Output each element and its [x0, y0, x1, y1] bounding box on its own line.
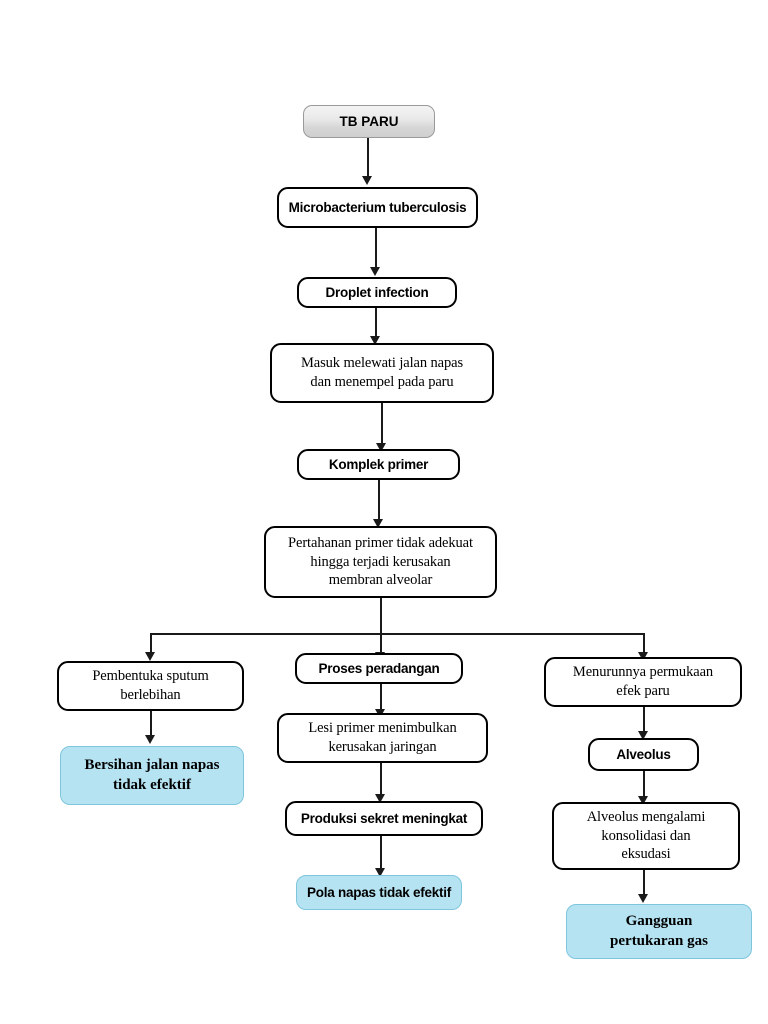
arrowhead-sekret-to-pola-napas	[375, 868, 385, 877]
arrowhead-distributor-to-left	[145, 652, 155, 661]
node-pertahanan-primer-kerusakan-membran[interactable]: Pertahanan primer tidak adekuat hingga t…	[264, 526, 497, 598]
node-komplek-primer[interactable]: Komplek primer	[297, 449, 460, 480]
connector-distributor-to-left	[150, 633, 152, 655]
node-alveolus[interactable]: Alveolus	[588, 738, 699, 771]
node-lesi-primer-kerusakan-jaringan[interactable]: Lesi primer menimbulkan kerusakan jaring…	[277, 713, 488, 763]
distributor-bar	[150, 633, 645, 635]
arrowhead-start-to-agent	[362, 176, 372, 185]
connector-permukaan-to-alveolus	[643, 707, 645, 733]
connector-agent-to-droplet	[375, 228, 377, 269]
node-droplet-infection[interactable]: Droplet infection	[297, 277, 457, 308]
arrowhead-agent-to-droplet	[370, 267, 380, 276]
node-masuk-jalan-napas[interactable]: Masuk melewati jalan napas dan menempel …	[270, 343, 494, 403]
arrowhead-sputum-to-bersihan	[145, 735, 155, 744]
connector-komplek-to-membrane	[378, 480, 380, 521]
connector-start-to-agent	[367, 138, 369, 178]
node-tb-paru[interactable]: TB PARU	[303, 105, 435, 138]
node-menurunnya-permukaan-efek-paru[interactable]: Menurunnya permukaan efek paru	[544, 657, 742, 707]
connector-konsolidasi-to-gangguan	[643, 870, 645, 896]
arrowhead-distributor-to-right	[638, 652, 648, 661]
arrowhead-komplek-to-membrane	[373, 519, 383, 528]
node-gangguan-pertukaran-gas[interactable]: Gangguan pertukaran gas	[566, 904, 752, 959]
connector-entry-to-komplek	[381, 403, 383, 445]
node-microbacterium-tuberculosis[interactable]: Microbacterium tuberculosis	[277, 187, 478, 228]
connector-alveolus-to-konsolidasi	[643, 771, 645, 798]
arrowhead-droplet-to-entry	[370, 336, 380, 345]
connector-sekret-to-pola-napas	[380, 836, 382, 870]
node-produksi-sekret-meningkat[interactable]: Produksi sekret meningkat	[285, 801, 483, 836]
connector-membrane-to-distributor	[380, 598, 382, 633]
connector-peradangan-to-lesi	[380, 684, 382, 711]
connector-distributor-to-right	[643, 633, 645, 655]
arrowhead-entry-to-komplek	[376, 443, 386, 452]
arrowhead-permukaan-to-alveolus	[638, 731, 648, 740]
node-pembentuka-sputum[interactable]: Pembentuka sputum berlebihan	[57, 661, 244, 711]
node-proses-peradangan[interactable]: Proses peradangan	[295, 653, 463, 684]
connector-sputum-to-bersihan	[150, 711, 152, 737]
connector-distributor-to-middle	[380, 633, 382, 655]
node-pola-napas-tidak-efektif[interactable]: Pola napas tidak efektif	[296, 875, 462, 910]
connector-droplet-to-entry	[375, 308, 377, 339]
arrowhead-alveolus-to-konsolidasi	[638, 796, 648, 805]
arrowhead-lesi-to-sekret	[375, 794, 385, 803]
connector-lesi-to-sekret	[380, 763, 382, 796]
node-alveolus-konsolidasi-eksudasi[interactable]: Alveolus mengalami konsolidasi dan eksud…	[552, 802, 740, 870]
node-bersihan-jalan-napas-tidak-efektif[interactable]: Bersihan jalan napas tidak efektif	[60, 746, 244, 805]
arrowhead-konsolidasi-to-gangguan	[638, 894, 648, 903]
